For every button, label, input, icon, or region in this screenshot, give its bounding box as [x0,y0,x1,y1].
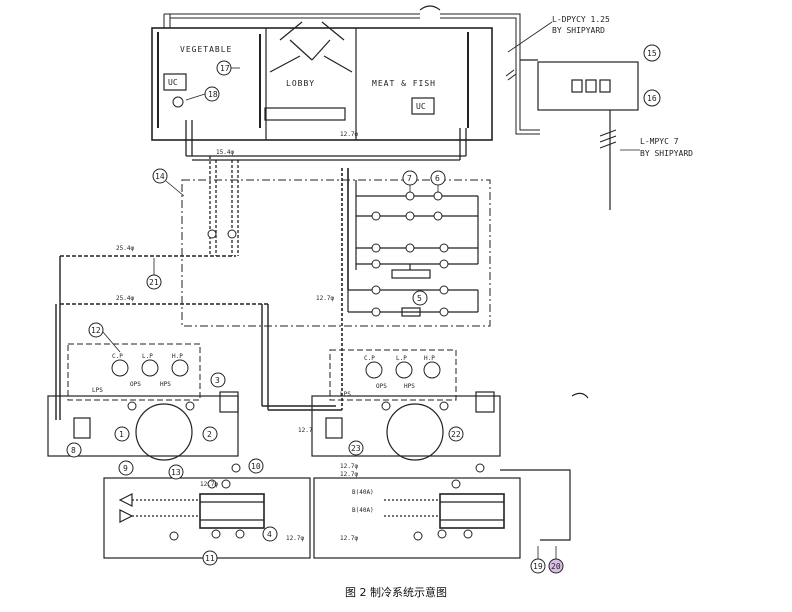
unit-boundary-14 [181,179,491,327]
switch-ops-left: OPS [130,381,141,388]
figure-caption: 图 2 制冷系统示意图 [345,586,447,599]
cable-hatch [505,69,617,149]
callout-5: 5 [417,294,422,303]
right-compressor [386,403,444,461]
pipe-size-b: 15.4φ [216,149,234,156]
panel-lamp-1 [571,79,583,93]
pipe-size-i: 12.7φ [200,481,218,488]
callout-23: 23 [351,444,361,453]
callout-8: 8 [71,446,76,455]
cable-label-top: L-DPYCY 1.25 [552,15,610,24]
callout-10: 10 [251,462,261,471]
lobby-pipe [264,107,346,121]
callout-7: 7 [407,174,412,183]
gauge-hp-right: H.P [424,355,435,362]
callout-1: 1 [119,430,124,439]
gauge-cp-right: C.P [364,355,375,362]
left-main-lines [55,255,342,420]
cable-label-right: L-MPYC 7 [640,137,679,146]
callout-12: 12 [91,326,101,335]
top-header-lines [163,13,540,135]
left-compressor-frame [47,395,239,457]
shipyard-label-top: BY SHIPYARD [552,26,605,35]
right-condenser-frame [313,477,521,559]
panel-lamp-2 [585,79,597,93]
water-arrow-in-left [119,509,134,523]
callout-6: 6 [435,174,440,183]
callout-bubbles [66,44,661,574]
right-compressor-frame [311,395,501,457]
right-condenser [439,493,505,529]
switch-ops-right: OPS [376,383,387,390]
pipe-size-c: 25.4φ [116,245,134,252]
evaporator-downpipes [185,120,467,256]
left-oil-separator [219,391,239,413]
gauge-cp-left: C.P [112,353,123,360]
callout-20: 20 [551,562,561,571]
pipe-size-a: 12.7φ [340,131,358,138]
right-gauge-panel [329,349,457,401]
gauge-lp-left: L.P [142,353,153,360]
left-accumulator [73,417,91,439]
pipe-size-d: 25.4φ [116,295,134,302]
switch-hps-right: HPS [404,383,415,390]
drain-line [500,392,589,541]
callout-22: 22 [451,430,461,439]
callout-14: 14 [155,172,165,181]
top-connector [419,5,441,11]
label-meat-fish: MEAT & FISH [372,79,436,88]
lobby-doors [269,21,353,73]
callout-4: 4 [267,530,272,539]
switch-lps-left: LPS [92,387,103,394]
uc-label-meat: UC [416,102,426,111]
panel-lamp-3 [599,79,611,93]
callout-16: 16 [647,94,657,103]
uc-label-vegetable: UC [168,78,178,87]
right-oil-separator [475,391,495,413]
callout-17: 17 [220,64,230,73]
callout-15: 15 [647,49,657,58]
callout-2: 2 [207,430,212,439]
pipe-size-j: 12.7φ [286,535,304,542]
left-condenser-frame [103,477,311,559]
pipe-size-g: 12.7φ [340,471,358,478]
valve-symbols [111,96,485,541]
pipe-size-h: 12.7φ [340,535,358,542]
valve-spec-1: B(40A) [352,489,374,496]
right-accumulator [325,417,343,439]
pipe-size-f: 12.7φ [340,463,358,470]
shipyard-label-right: BY SHIPYARD [640,149,693,158]
callout-3: 3 [215,376,220,385]
callout-18: 18 [208,90,218,99]
label-vegetable: VEGETABLE [180,45,232,54]
callout-19: 19 [533,562,543,571]
left-gauge-panel [67,343,201,401]
callout-21: 21 [149,278,159,287]
callout-leaders [102,67,557,559]
valve-spec-2: B(40A) [352,507,374,514]
label-lobby: LOBBY [286,79,315,88]
cold-room-enclosure [151,27,493,141]
switch-lps-right: LPS [340,391,351,398]
callout-11: 11 [205,554,215,563]
water-arrow-out-left [118,493,133,507]
callout-13: 13 [171,468,181,477]
switch-hps-left: HPS [160,381,171,388]
left-condenser [199,493,265,529]
uc-box-meat [411,97,435,115]
gauge-lp-right: L.P [396,355,407,362]
callout-9: 9 [123,464,128,473]
pipe-size-e: 12.7φ [316,295,334,302]
pipe-size-k: 12.7 [298,427,313,434]
left-compressor [135,403,193,461]
uc-box-vegetable [163,73,187,91]
control-panel-16 [537,61,639,111]
gauge-hp-left: H.P [172,353,183,360]
